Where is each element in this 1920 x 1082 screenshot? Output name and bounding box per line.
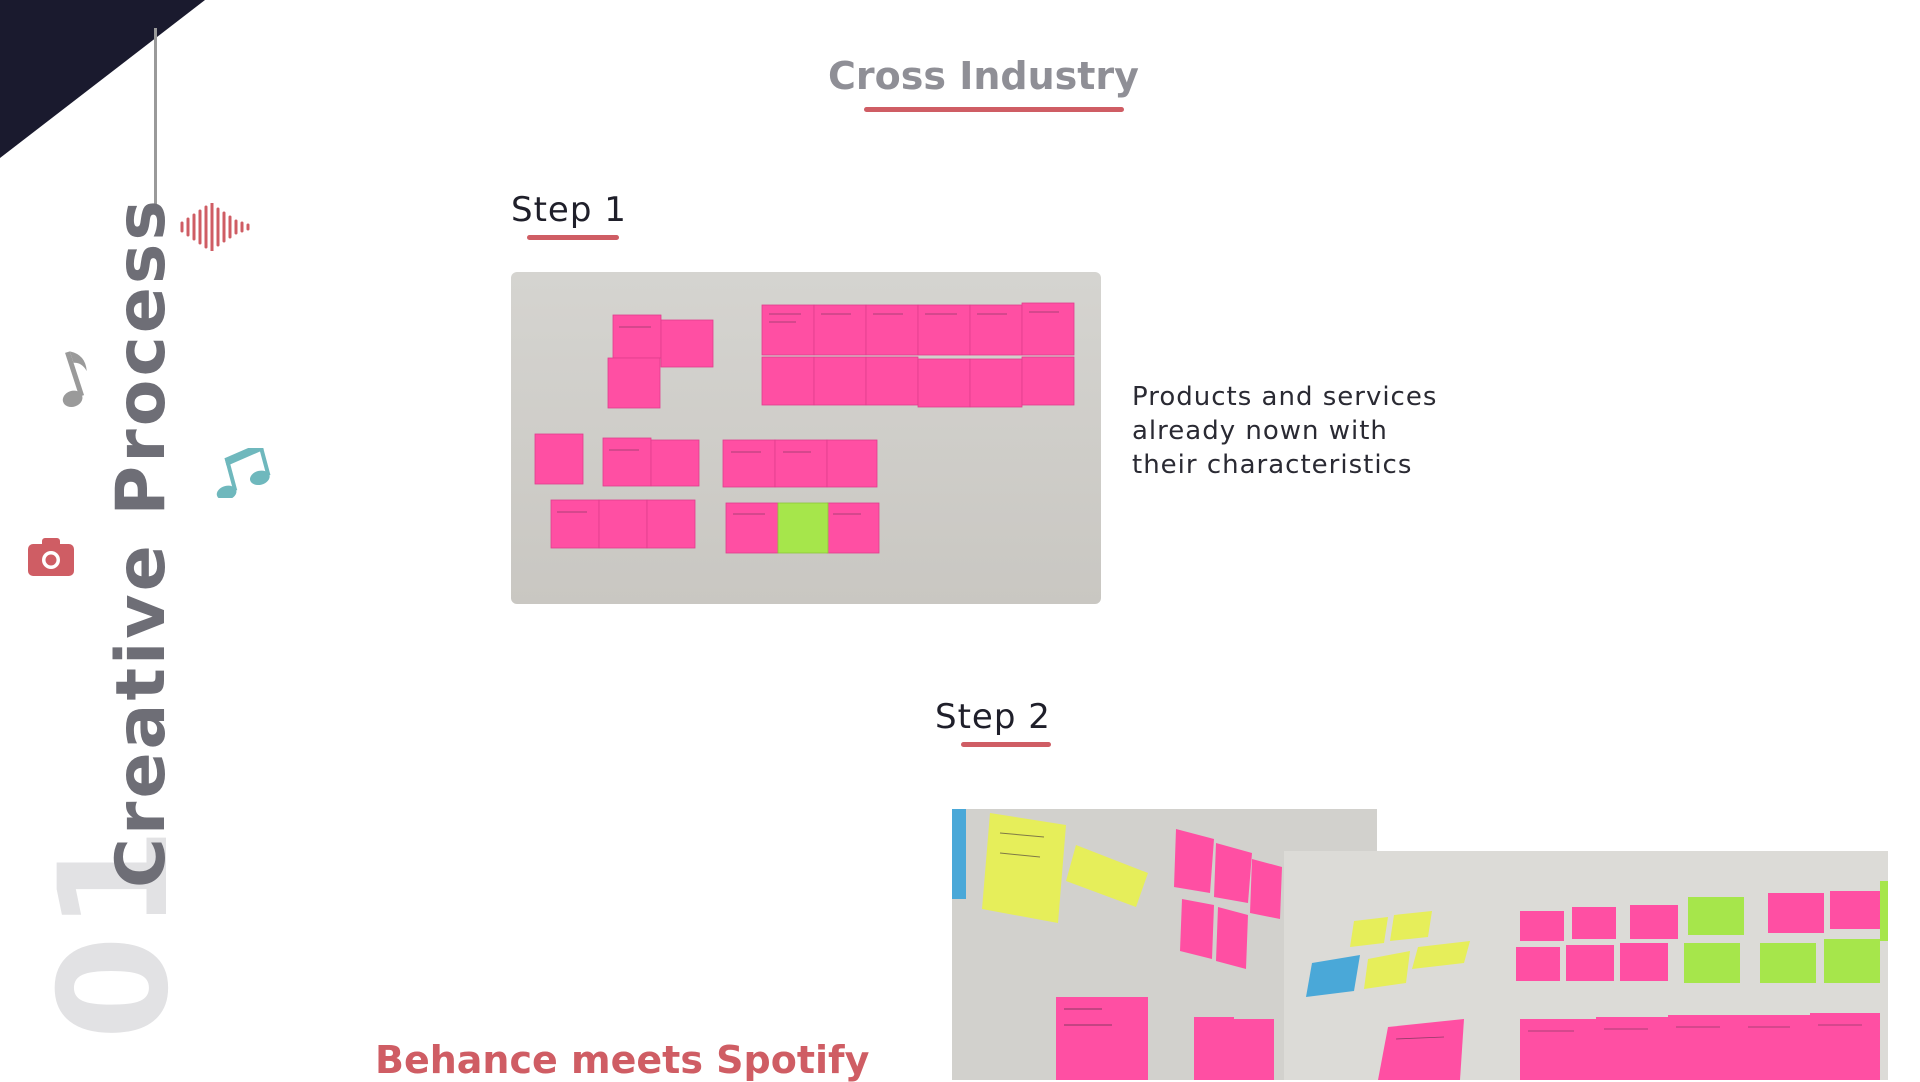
step1-photo xyxy=(511,272,1101,604)
section-title: Creative Process xyxy=(102,197,181,888)
corner-decoration xyxy=(0,0,205,158)
step2-underline xyxy=(961,742,1051,747)
soundwave-icon xyxy=(180,203,250,251)
step1-description: Products and services already nown with … xyxy=(1132,382,1438,480)
vertical-divider xyxy=(154,28,157,210)
music-note-icon xyxy=(62,351,87,408)
camera-icon xyxy=(28,538,74,576)
heading-underline xyxy=(864,107,1124,112)
step2-label: Step 2 xyxy=(935,697,1051,737)
step2-photo-right xyxy=(1284,851,1888,1080)
step1-underline xyxy=(527,235,619,240)
footer-title: Behance meets Spotify xyxy=(375,1038,870,1082)
music-notes-icon xyxy=(216,448,271,498)
page-heading: Cross Industry xyxy=(828,54,1139,98)
step1-label: Step 1 xyxy=(511,190,627,230)
